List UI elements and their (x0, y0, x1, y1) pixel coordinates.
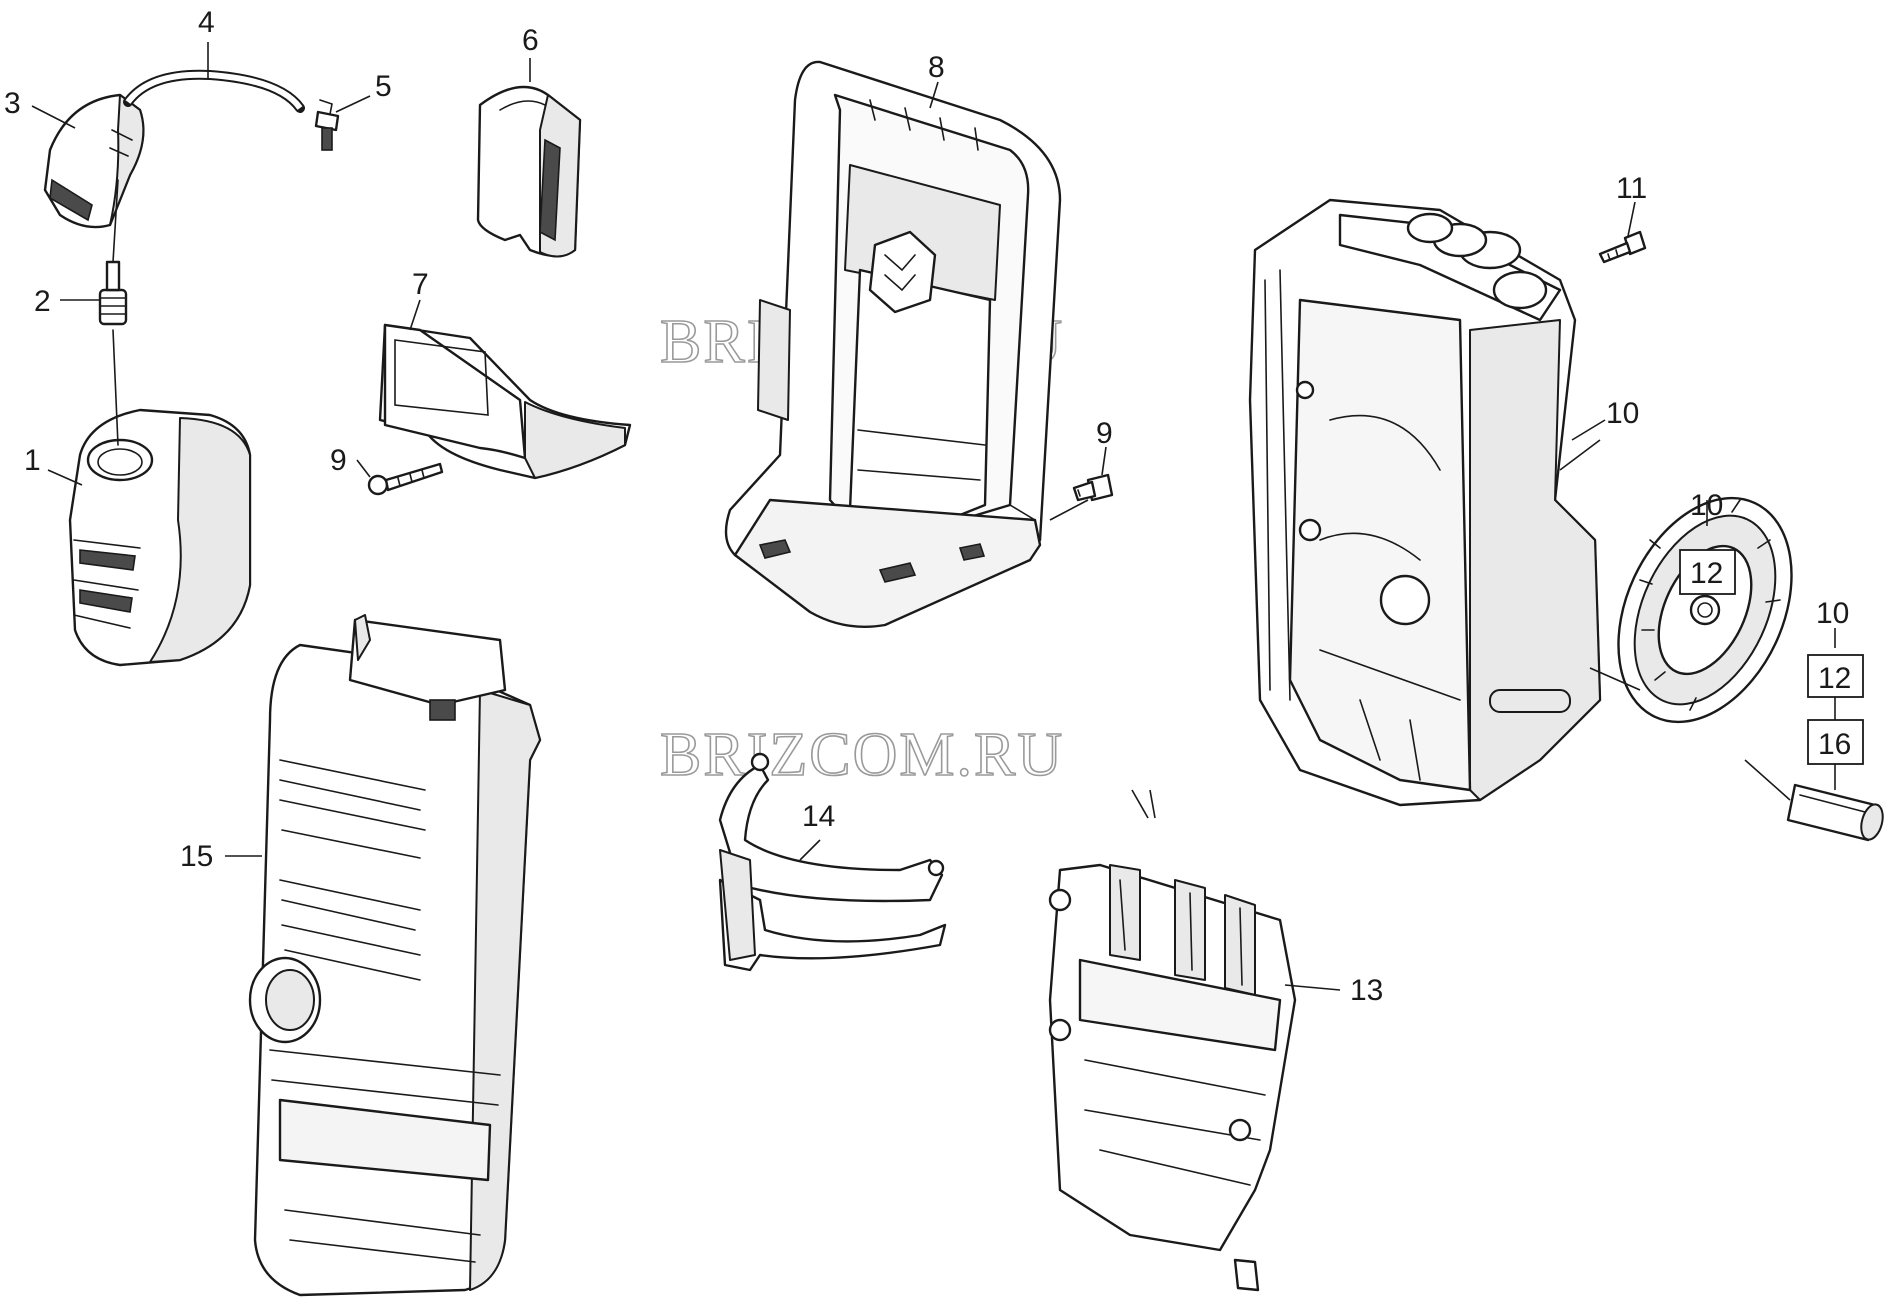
callout-2: 2 (34, 285, 51, 318)
part-15-front-cover (248, 614, 542, 1297)
callout-boxes (1679, 549, 1864, 765)
callout-12-wheel: 12 (1690, 557, 1723, 590)
callout-10-housing: 10 (1606, 397, 1639, 430)
callout-14: 14 (802, 800, 835, 833)
part-2-filter (98, 260, 128, 446)
callout-13: 13 (1350, 974, 1383, 1007)
leader-lines (31, 42, 1836, 991)
callout-3: 3 (4, 87, 21, 120)
callout-10-wheel: 10 (1690, 489, 1723, 522)
callout-16: 16 (1818, 728, 1851, 761)
callout-8: 8 (928, 51, 945, 84)
part-13-bracket (1048, 863, 1297, 1292)
part-16-axle (1786, 783, 1884, 842)
callout-12-axle: 12 (1818, 662, 1851, 695)
rear-housing (1248, 198, 1602, 807)
callout-1: 1 (24, 444, 41, 477)
part-14-clamp (718, 752, 947, 972)
callout-5: 5 (375, 70, 392, 103)
callout-10-axle: 10 (1816, 597, 1849, 630)
callout-4: 4 (198, 6, 215, 39)
part-11-screw (1598, 230, 1647, 264)
part-1-detergent-tank (68, 408, 252, 667)
part-12-wheel (1617, 496, 1793, 724)
callout-15: 15 (180, 840, 213, 873)
callout-6: 6 (522, 24, 539, 57)
part-8-frame (724, 60, 1062, 628)
part-3-suction-head (43, 93, 145, 263)
part-4-suction-hose (123, 69, 305, 113)
part-9-screw-left (367, 462, 444, 496)
callout-7: 7 (412, 268, 429, 301)
callout-11: 11 (1616, 172, 1647, 205)
callout-9-right: 9 (1096, 417, 1113, 450)
part-5-fitting (314, 99, 340, 151)
part-9-screw-right (1072, 473, 1114, 502)
watermark-middle: BRIZCOM.RU (660, 721, 1064, 789)
part-7-cover-plate (378, 323, 632, 480)
callout-9-left: 9 (330, 444, 347, 477)
part-6-holder (476, 85, 582, 258)
callout-labels: 1 2 3 4 5 6 7 8 9 9 10 10 10 11 12 12 13… (4, 6, 1851, 1007)
